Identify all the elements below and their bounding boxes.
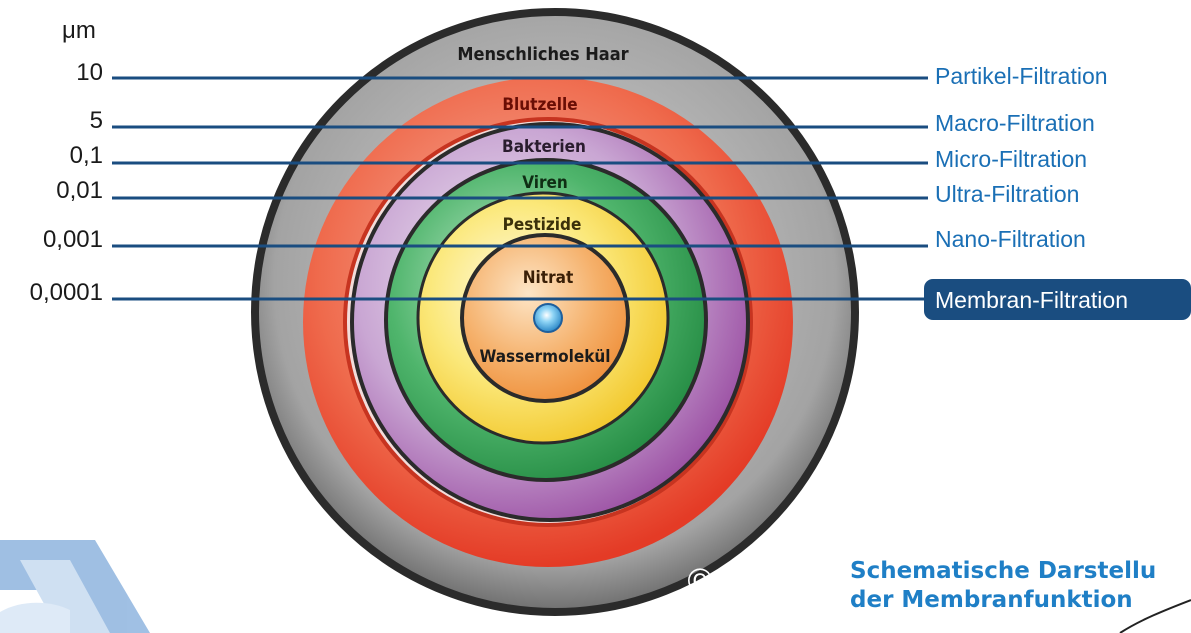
scale-row: 10 Partikel-Filtration — [76, 59, 1107, 89]
scale-value: 10 — [76, 59, 103, 86]
label-bakterien: Bakterien — [502, 137, 586, 157]
scale-row: 0,001 Nano-Filtration — [43, 226, 1086, 253]
scale-row: 5 Macro-Filtration — [90, 107, 1095, 136]
label-nitrat: Nitrat — [523, 268, 574, 288]
water-molecule — [533, 303, 563, 333]
label-viren: Viren — [522, 173, 568, 193]
filter-label: Partikel-Filtration — [935, 63, 1108, 89]
label-menschliches-haar: Menschliches Haar — [457, 44, 628, 65]
decorative-corner-stroke — [1119, 599, 1191, 633]
filter-label: Ultra-Filtration — [935, 181, 1079, 207]
filter-label: Nano-Filtration — [935, 226, 1086, 252]
unit-label: μm — [62, 17, 96, 44]
filter-label: Micro-Filtration — [935, 146, 1087, 172]
particle-size-rings — [251, 8, 859, 616]
watermark-shape — [0, 540, 150, 633]
scale-value: 5 — [90, 107, 103, 134]
scale-row-highlighted: 0,0001 Membran-Filtration — [30, 279, 1191, 320]
caption-line-2: der Membranfunktion — [850, 587, 1133, 613]
highlight-badge — [924, 279, 1191, 320]
filter-label: Macro-Filtration — [935, 110, 1095, 136]
filter-label: Membran-Filtration — [935, 287, 1128, 313]
scale-row: 0,1 Micro-Filtration — [70, 142, 1087, 172]
scale-value: 0,0001 — [30, 279, 103, 306]
scale-row: 0,01 Ultra-Filtration — [56, 177, 1079, 207]
scale-value: 0,1 — [70, 142, 103, 169]
label-wassermolekuel: Wassermolekül — [479, 347, 610, 367]
label-pestizide: Pestizide — [503, 215, 582, 235]
scale-value: 0,001 — [43, 226, 103, 253]
copyright-mark: © — [687, 562, 712, 600]
caption-line-1: Schematische Darstellu — [850, 558, 1156, 584]
scale-value: 0,01 — [56, 177, 103, 204]
label-blutzelle: Blutzelle — [502, 95, 577, 115]
